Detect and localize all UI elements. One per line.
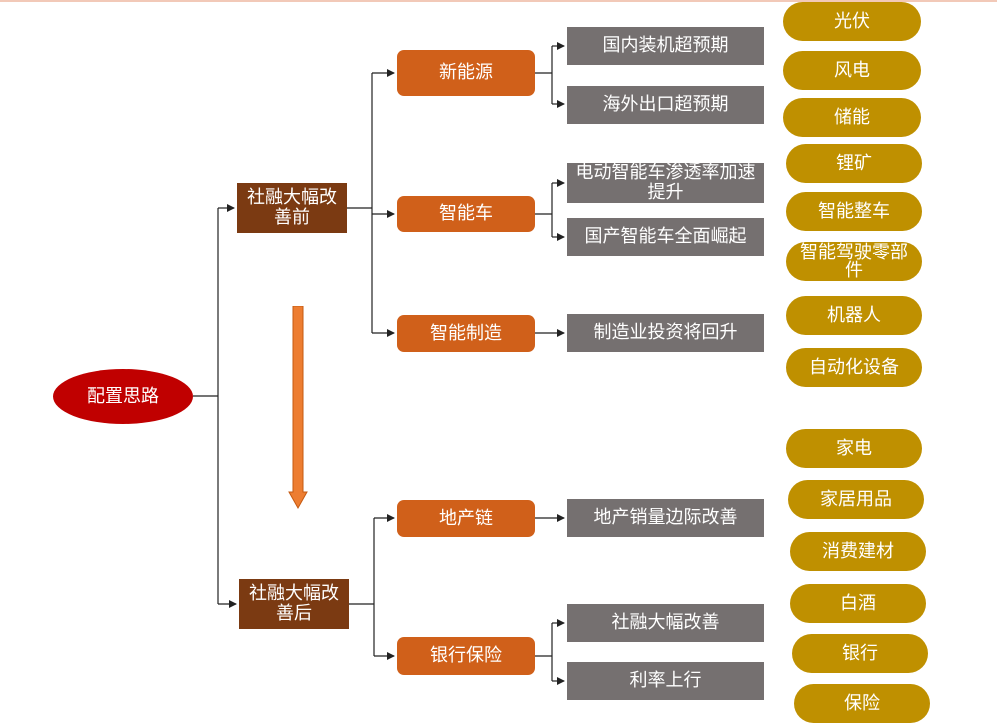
detail-social-financing-node: 社融大幅改善 — [567, 604, 764, 642]
topic-new-energy-node: 新能源 — [397, 50, 535, 96]
sector-pill: 智能驾驶零部件 — [786, 242, 922, 281]
sector-pill: 家电 — [786, 429, 922, 468]
root-node: 配置思路 — [53, 369, 193, 424]
sector-pill: 白酒 — [790, 584, 926, 623]
topic-smart-car-node: 智能车 — [397, 196, 535, 232]
sector-pill: 光伏 — [783, 2, 921, 41]
sector-pill: 自动化设备 — [786, 348, 922, 387]
sector-pill: 家居用品 — [788, 480, 924, 519]
detail-domestic-smart-car-node: 国产智能车全面崛起 — [567, 218, 764, 256]
sector-pill: 储能 — [783, 98, 921, 137]
topic-bank-insurance-node: 银行保险 — [397, 637, 535, 675]
topic-real-estate-chain-node: 地产链 — [397, 500, 535, 537]
detail-manufacturing-investment-node: 制造业投资将回升 — [567, 314, 764, 352]
sector-pill: 智能整车 — [786, 192, 922, 231]
sector-pill: 银行 — [792, 634, 928, 673]
detail-domestic-installs-node: 国内装机超预期 — [567, 27, 764, 65]
sector-pill: 机器人 — [786, 296, 922, 335]
sector-pill: 锂矿 — [786, 144, 922, 183]
detail-ev-penetration-node: 电动智能车渗透率加速提升 — [567, 163, 764, 203]
sector-pill: 消费建材 — [790, 532, 926, 571]
top-divider — [0, 0, 997, 2]
phase-transition-arrow-icon — [288, 306, 308, 510]
sector-pill: 风电 — [783, 51, 921, 90]
detail-property-sales-node: 地产销量边际改善 — [567, 499, 764, 537]
detail-overseas-exports-node: 海外出口超预期 — [567, 86, 764, 124]
topic-smart-manufacturing-node: 智能制造 — [397, 315, 535, 352]
sector-pill: 保险 — [794, 684, 930, 723]
detail-rates-rise-node: 利率上行 — [567, 662, 764, 700]
branch-before-node: 社融大幅改善前 — [237, 183, 347, 233]
branch-after-node: 社融大幅改善后 — [239, 579, 349, 629]
